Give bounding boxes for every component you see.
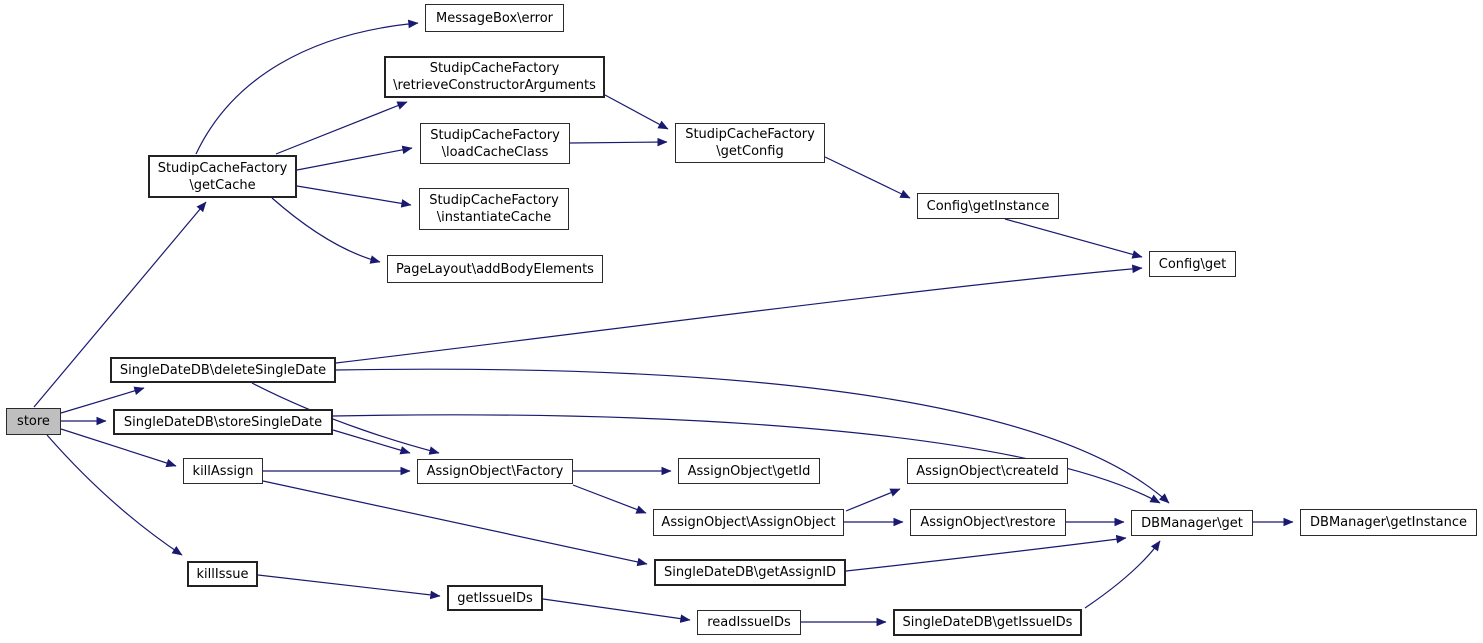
node-assignobject-restore[interactable]: AssignObject\restore <box>910 509 1066 536</box>
edge-getcache-to-loadcacheclass <box>296 145 413 171</box>
node-assignobject-getid[interactable]: AssignObject\getId <box>678 458 820 484</box>
node-singledatedb-getassignid[interactable]: SingleDateDB\getAssignID <box>654 559 846 586</box>
node-singledatedb-storesingledate[interactable]: SingleDateDB\storeSingleDate <box>113 409 333 435</box>
edge-sdgetissueids-to-dbmanagerget <box>1084 540 1161 609</box>
node-getissueids[interactable]: getIssueIDs <box>447 585 543 611</box>
edge-getcache-to-retrieveconstructorarguments <box>275 101 408 155</box>
edge-killassign-to-getassignid <box>262 480 648 567</box>
node-pagelayout-addbodyelements[interactable]: PageLayout\addBodyElements <box>387 255 603 283</box>
edge-getissueids-to-readissueids <box>542 598 691 623</box>
edge-getcache-to-addbodyelements <box>271 197 381 264</box>
edge-deletesingledate-to-dbmanagerget <box>335 368 1170 504</box>
node-assignobject-assignobject[interactable]: AssignObject\AssignObject <box>653 509 844 536</box>
edge-getconfig-to-configgetinstance <box>824 156 911 199</box>
node-assignobject-createid[interactable]: AssignObject\createId <box>907 458 1068 484</box>
edge-configgetinstance-to-configget <box>1004 218 1143 259</box>
edge-store-to-deletesingledate <box>60 386 145 414</box>
edge-getcache-to-messageboxerror <box>195 19 419 155</box>
node-studipcachefactory-getcache[interactable]: StudipCacheFactory \getCache <box>148 155 297 198</box>
node-config-getinstance[interactable]: Config\getInstance <box>917 193 1059 219</box>
node-studipcachefactory-loadcacheclass[interactable]: StudipCacheFactory \loadCacheClass <box>420 123 570 164</box>
node-killissue[interactable]: killIssue <box>187 561 258 587</box>
node-messagebox-error[interactable]: MessageBox\error <box>425 4 564 32</box>
edge-store-to-getcache <box>33 201 207 408</box>
node-studipcachefactory-instantiatecache[interactable]: StudipCacheFactory \instantiateCache <box>419 188 569 230</box>
node-readissueids[interactable]: readIssueIDs <box>697 610 801 635</box>
edge-deletesingledate-to-assignobjectfactory <box>251 382 440 455</box>
edge-loadcacheclass-to-getconfig <box>569 137 668 147</box>
edge-killissue-to-getissueids <box>257 574 441 600</box>
node-singledatedb-deletesingledate[interactable]: SingleDateDB\deleteSingleDate <box>110 357 336 383</box>
edge-deletesingledate-to-configget <box>335 264 1143 364</box>
edge-store-to-killassign <box>60 428 177 468</box>
node-config-get[interactable]: Config\get <box>1149 251 1236 277</box>
edge-storesingledate-to-assignobjectfactory <box>332 429 411 455</box>
edge-assignobjectfactory-to-assignobject <box>572 484 647 514</box>
edge-getassignid-to-dbmanagerget <box>845 534 1127 572</box>
node-dbmanager-get[interactable]: DBManager\get <box>1131 510 1253 536</box>
edge-storesingledate-to-dbmanagerget <box>332 414 1161 504</box>
edge-getcache-to-instantiatecache <box>296 185 412 208</box>
node-assignobject-factory[interactable]: AssignObject\Factory <box>417 459 573 484</box>
edge-retrieveconstructorarguments-to-getconfig <box>604 94 669 130</box>
node-singledatedb-getissueids[interactable]: SingleDateDB\getIssueIDs <box>893 609 1082 636</box>
node-studipcachefactory-retrieveconstructorarguments[interactable]: StudipCacheFactory \retrieveConstructorA… <box>384 56 605 98</box>
node-store: store <box>6 408 61 435</box>
edge-assignobject-to-createid <box>845 488 901 512</box>
node-dbmanager-getinstance[interactable]: DBManager\getInstance <box>1300 509 1477 536</box>
edge-store-to-killissue <box>46 434 183 556</box>
node-killassign[interactable]: killAssign <box>183 458 263 484</box>
node-studipcachefactory-getconfig[interactable]: StudipCacheFactory \getConfig <box>675 123 825 163</box>
